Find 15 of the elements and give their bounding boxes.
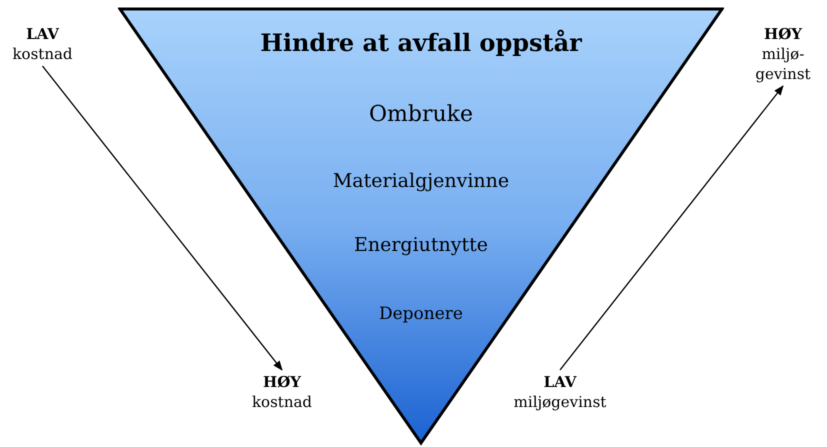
level-heading: HØY [262,372,302,392]
arrow [559,85,784,370]
level-heading: HØY [763,24,804,44]
level-heading: LAV [542,372,578,392]
axis-label: kostnad [11,44,74,64]
level-heading: LAV [25,24,60,44]
axis-label: kostnad [250,392,314,412]
axis-label: miljø-gevinst [754,44,812,84]
level-label: Energiutnytte [352,234,490,256]
heading: Hindre at avfall oppstår [259,28,583,57]
level-label: Ombruke [368,102,474,127]
level-label: Materialgjenvinne [332,170,510,192]
arrow [42,66,283,371]
axis-label: miljøgevinst [512,392,608,412]
level-label: Deponere [378,304,464,324]
